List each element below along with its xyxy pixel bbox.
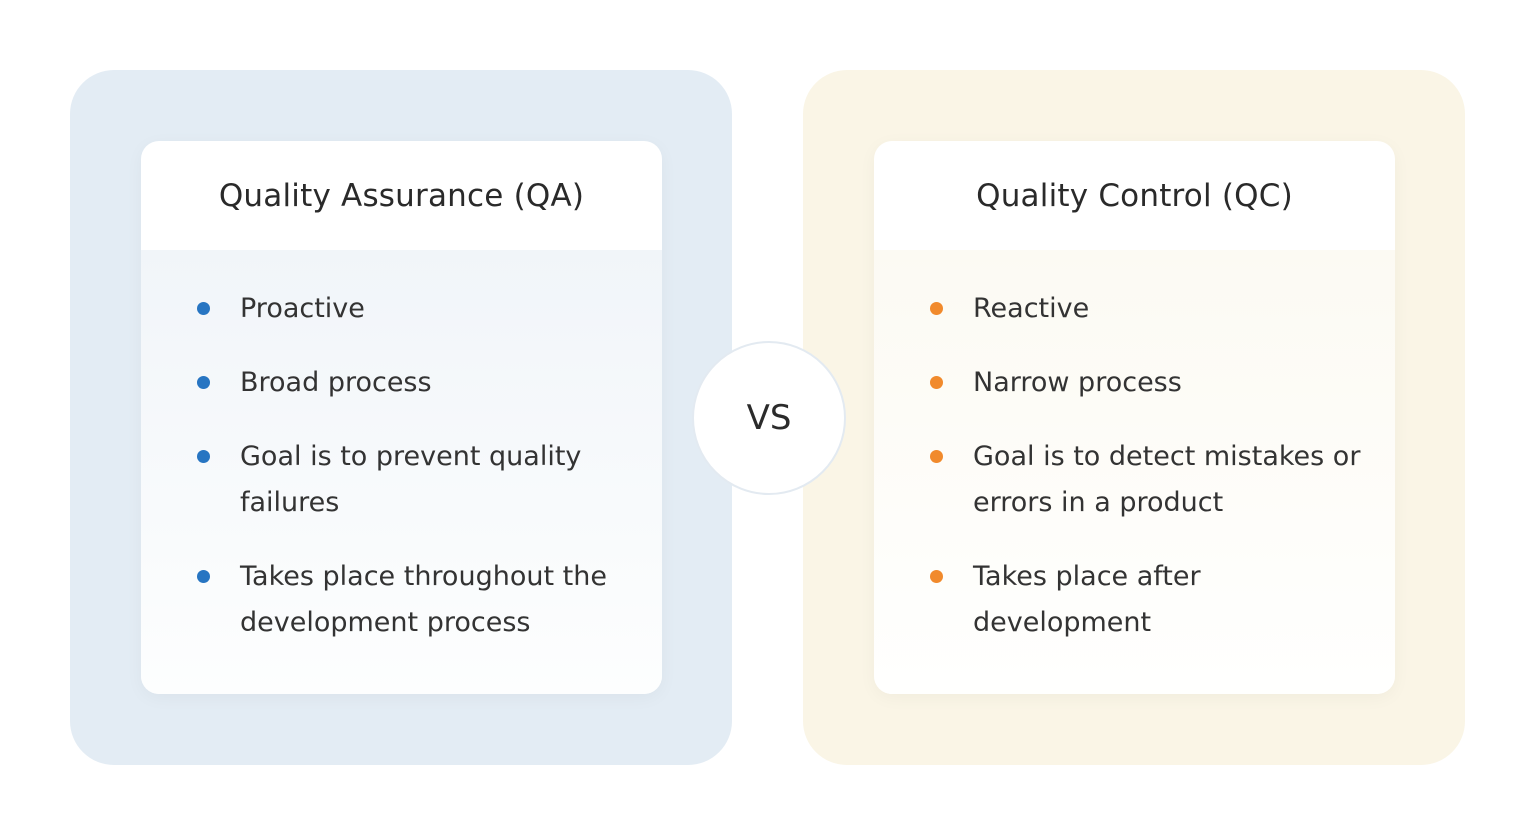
bullet-icon — [930, 302, 943, 315]
qa-card: Quality Assurance (QA) Proactive Broad p… — [141, 141, 662, 694]
bullet-icon — [930, 450, 943, 463]
qc-title: Quality Control (QC) — [976, 177, 1293, 214]
bullet-icon — [197, 450, 210, 463]
qc-panel: Quality Control (QC) Reactive Narrow pro… — [803, 70, 1465, 765]
list-item: Narrow process — [874, 360, 1395, 406]
list-item: Goal is to detect mistakes or errors in … — [874, 434, 1395, 526]
list-item: Broad process — [141, 360, 662, 406]
list-item: Goal is to prevent quality failures — [141, 434, 662, 526]
list-item: Takes place throughout the development p… — [141, 554, 662, 646]
list-item: Takes place after development — [874, 554, 1395, 646]
bullet-icon — [930, 570, 943, 583]
bullet-icon — [930, 376, 943, 389]
vs-badge: VS — [692, 341, 846, 495]
list-item: Proactive — [141, 286, 662, 332]
list-item: Reactive — [874, 286, 1395, 332]
qa-panel: Quality Assurance (QA) Proactive Broad p… — [70, 70, 732, 765]
bullet-icon — [197, 302, 210, 315]
qa-list: Proactive Broad process Goal is to preve… — [141, 250, 662, 646]
qa-title: Quality Assurance (QA) — [218, 177, 585, 214]
qc-list: Reactive Narrow process Goal is to detec… — [874, 250, 1395, 646]
bullet-icon — [197, 570, 210, 583]
bullet-icon — [197, 376, 210, 389]
qc-card: Quality Control (QC) Reactive Narrow pro… — [874, 141, 1395, 694]
